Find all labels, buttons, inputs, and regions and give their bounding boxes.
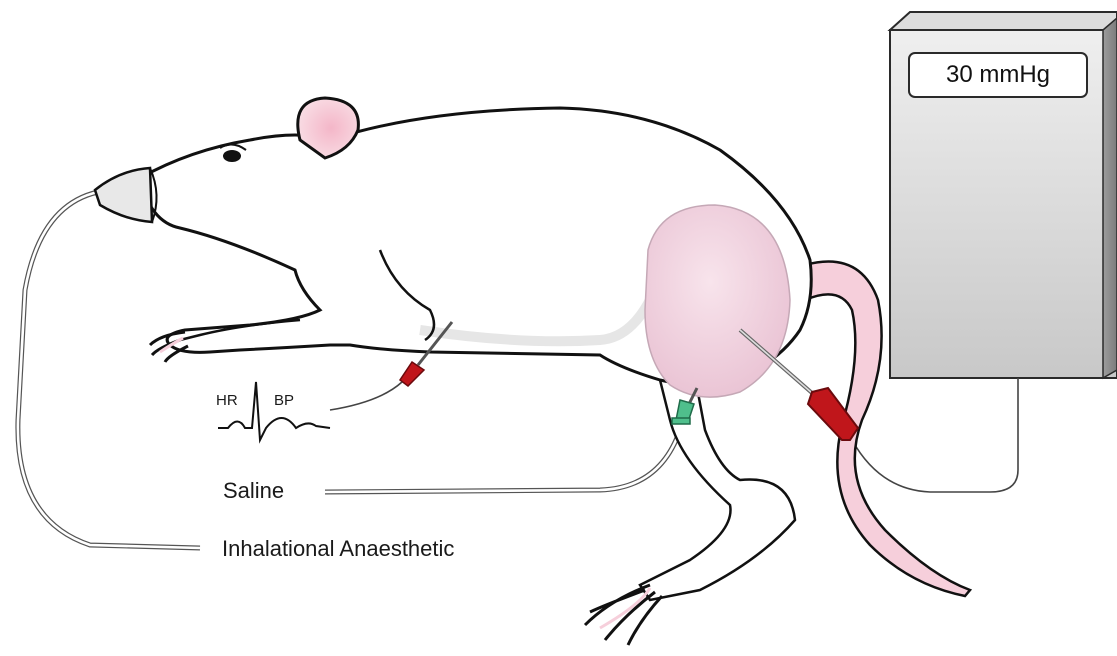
hr-bp-trace <box>218 382 330 440</box>
pressure-line <box>852 378 1018 492</box>
hr-label: HR <box>216 392 238 409</box>
bp-label: BP <box>274 392 294 409</box>
bladder-catheter <box>740 330 858 440</box>
bladder <box>645 205 790 397</box>
saline-label: Saline <box>223 478 284 504</box>
saline-tube <box>325 430 680 492</box>
pressure-display: 30 mmHg <box>908 52 1088 98</box>
anaesthetic-tube <box>18 192 200 548</box>
nose-cone <box>95 168 157 222</box>
anaesthetic-label: Inhalational Anaesthetic <box>222 536 454 562</box>
